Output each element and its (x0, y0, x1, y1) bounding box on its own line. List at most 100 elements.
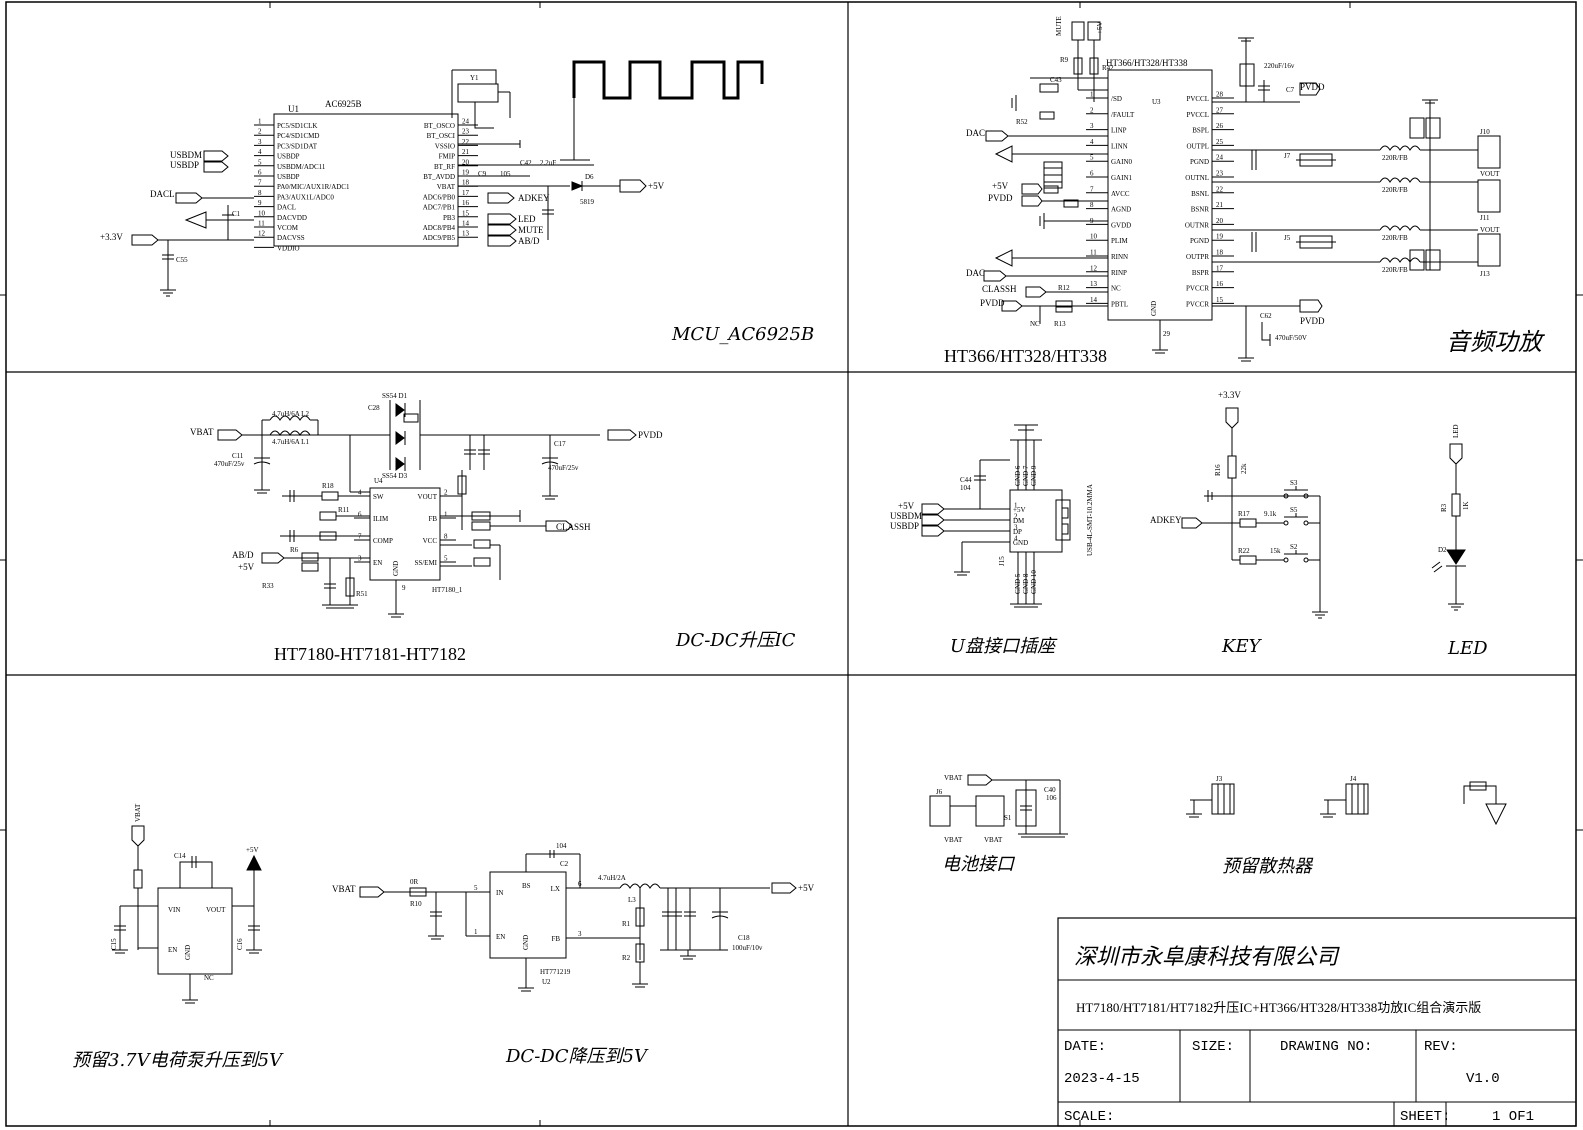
usb-net-dp: USBDP (890, 521, 919, 531)
boost-r18: R18 (322, 482, 334, 490)
tb-rev-label: REV: (1424, 1039, 1458, 1055)
buck-pin-name: IN (496, 889, 503, 897)
d6-ref: D6 (585, 173, 594, 181)
key-switch-ref: S3 (1290, 479, 1298, 487)
amp-left-pin-number: 2 (1090, 106, 1094, 114)
boost-net-vbat: VBAT (190, 427, 214, 437)
amp-left-pin-number: 12 (1090, 264, 1098, 272)
usb-shield-9: GND 9 (1030, 465, 1038, 486)
usb-shield-7: GND 7 (1022, 465, 1030, 486)
amp-left-pin-number: 3 (1090, 122, 1094, 130)
amp-net-pvdd1: PVDD (988, 193, 1013, 203)
amp-c7: C7 (1286, 86, 1295, 94)
buck-pin-gnd: GND (522, 935, 530, 950)
amp-right-pin-number: 20 (1216, 217, 1224, 225)
crystal-ref: Y1 (470, 74, 479, 82)
key-r17-ref: R17 (1238, 510, 1250, 518)
amp-j11: J11 (1480, 214, 1490, 222)
tb-date-label: DATE: (1064, 1039, 1106, 1055)
amp-net-pvdd3: PVDD (1300, 82, 1325, 92)
amp-right-pin-name: OUTNR (1185, 221, 1209, 229)
tb-description: HT7180/HT7181/HT7182升压IC+HT366/HT328/HT3… (1076, 1000, 1481, 1015)
buck-pin-number: 3 (578, 930, 582, 938)
battery-section: VBAT J6 C40 106 VBAT VBAT S1 电池接口 (929, 774, 1068, 875)
boost-r6: R6 (290, 546, 299, 554)
key-net-adkey: ADKEY (1150, 515, 1182, 525)
amp-j13: J13 (1480, 270, 1490, 278)
usb-net-5v: +5V (898, 501, 915, 511)
usb-pin-number: 4 (1014, 535, 1018, 543)
mcu-left-pin-name: VCOM (277, 224, 299, 232)
buck-r10: R10 (410, 900, 422, 908)
mcu-net-dac: DACL (150, 189, 175, 199)
key-r22-val: 15k (1270, 547, 1281, 555)
amp-right-pin-name: OUTNL (1185, 174, 1209, 182)
amp-right-pin-number: 22 (1216, 185, 1224, 193)
amp-net-pvdd4: PVDD (1300, 316, 1325, 326)
amp-l-val4: 220R/FB (1382, 266, 1408, 274)
tb-rev: V1.0 (1466, 1071, 1500, 1087)
amp-net-mute: MUTE (1055, 16, 1063, 36)
amp-left-pin-number: 5 (1090, 154, 1094, 162)
buck-c18v: 100uF/10v (732, 944, 763, 952)
mcu-section-title: MCU_AC6925B (671, 324, 814, 345)
boost-r51: R51 (356, 590, 368, 598)
amp-right-pin-number: 18 (1216, 249, 1224, 257)
mcu-left-pin-name: PC3/SD1DAT (277, 142, 318, 150)
amp-right-pin-name: OUTPL (1186, 142, 1209, 150)
boost-right-pin-number: 2 (444, 489, 448, 497)
buck-l3: 4.7uH/2A (598, 874, 626, 882)
amp-l-val1: 220R/FB (1382, 154, 1408, 162)
heatsink-j3 (1211, 783, 1235, 815)
led-section: LED R3 1K D2 LED (1431, 424, 1488, 659)
boost-chip-name: HT7180_1 (432, 586, 463, 594)
boost-c11v: 470uF/25v (214, 460, 245, 468)
boost-right-pin-name: VOUT (418, 493, 438, 501)
boost-c11: C11 (232, 452, 244, 460)
key-switch-ref: S5 (1290, 506, 1298, 514)
led-diode (1446, 549, 1466, 565)
amp-right-pins: 28PVCCL27PVCCL26BSPL25OUTPL24PGND23OUTNL… (1185, 91, 1234, 308)
usb-pin-name: GND (1013, 539, 1028, 547)
usb-pin: 2DM (1013, 513, 1025, 526)
buck-c2v: 104 (556, 842, 567, 850)
cp-pin-en: EN (168, 946, 177, 954)
amp-right-pin-name: PGND (1190, 158, 1209, 166)
usb-shield-5: GND 5 (1014, 573, 1022, 594)
amp-right-pin-number: 17 (1216, 264, 1224, 272)
mcu-net-33v: +3.3V (100, 232, 123, 242)
mcu-right-pin-name: BT_RF (434, 163, 455, 171)
mcu-right-pin-number: 18 (462, 179, 470, 187)
buck-l3-ref: L3 (628, 896, 636, 904)
amp-l-val2: 220R/FB (1382, 186, 1408, 194)
key-r22-ref: R22 (1238, 547, 1250, 555)
mcu-left-pin-name: DACVDD (277, 214, 307, 222)
boost-right-pin: 5SS/EMI (414, 555, 456, 567)
speaker-j13 (1477, 233, 1501, 267)
mcu-chip (273, 113, 459, 247)
buck-r2: R2 (622, 954, 631, 962)
mcu-left-pin-number: 10 (258, 209, 266, 217)
mcu-section: AC6925B U1 1PC5/SD1CLK2PC4/SD1CMD3PC3/SD… (100, 60, 814, 345)
mcu-left-pin-number: 4 (258, 148, 262, 156)
amp-right-pin-name: BSNL (1191, 190, 1209, 198)
mcu-left-pin: VDDIO (254, 244, 300, 252)
key-switch: S3 (1278, 479, 1320, 499)
mcu-left-pin-name: PA3/AUX1L/ADC0 (277, 193, 334, 201)
heatsink-j3-ref: J3 (1216, 775, 1223, 783)
